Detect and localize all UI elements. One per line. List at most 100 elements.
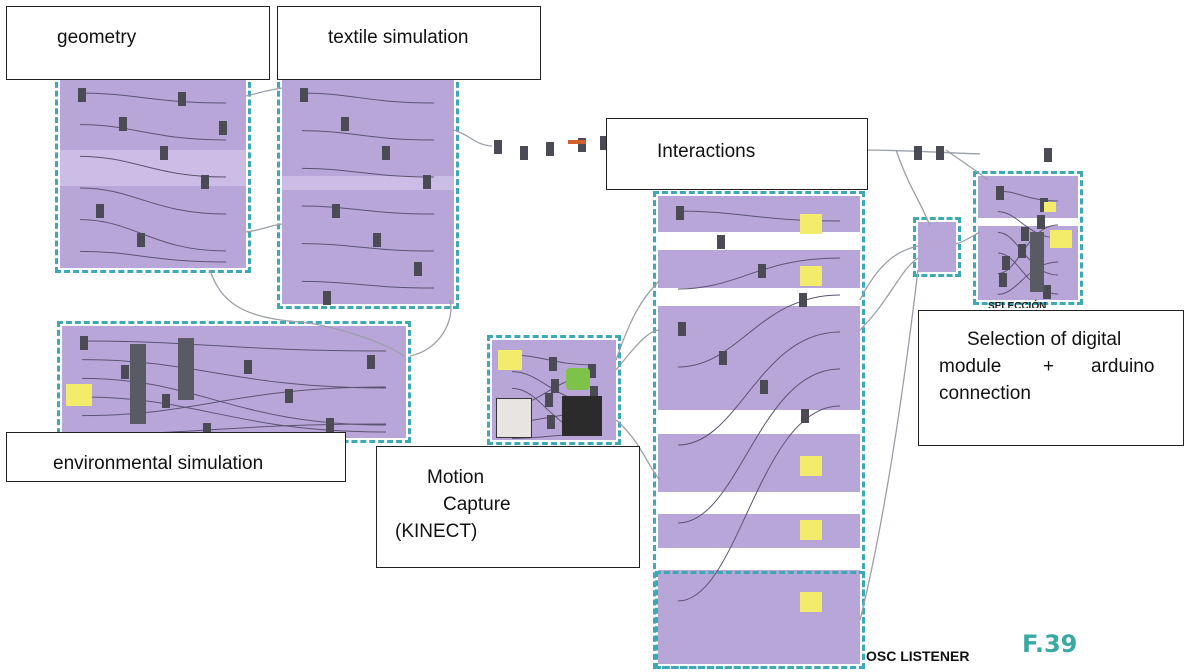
component-node (137, 233, 145, 247)
component-node (588, 364, 596, 378)
environmental-simulation-label: environmental simulation (6, 432, 346, 482)
wire (859, 269, 919, 621)
selection-line-1: Selection of digital (967, 329, 1122, 350)
wire (81, 386, 387, 417)
textile-label-text: textile simulation (328, 27, 469, 48)
note-panel (800, 266, 822, 286)
wire (677, 294, 841, 368)
interactions-label: Interactions (606, 118, 868, 190)
component-node (244, 360, 252, 374)
wire (81, 359, 387, 389)
figure-number: F.39 (1022, 630, 1078, 658)
wire (301, 205, 435, 215)
note-panel (800, 520, 822, 540)
component-node (367, 355, 375, 369)
component-node (760, 380, 768, 394)
wire (81, 377, 387, 426)
wire (409, 299, 452, 357)
kinect-depth-thumbnail (562, 396, 602, 436)
component-node (1044, 148, 1052, 162)
component-node (219, 121, 227, 135)
wire (301, 243, 435, 252)
textile-group (277, 73, 459, 309)
component-node (590, 386, 598, 400)
component-node (914, 146, 922, 160)
slider-node (568, 140, 586, 144)
note-panel (800, 456, 822, 476)
interactions-label-text: Interactions (657, 141, 756, 162)
wire (301, 167, 435, 178)
wire (79, 155, 227, 178)
component-node (799, 293, 807, 307)
wire (955, 231, 981, 245)
component-node (414, 262, 422, 276)
wire (79, 124, 227, 141)
component-node (551, 379, 559, 393)
motion-line-3: (KINECT) (395, 521, 478, 542)
wire (615, 419, 661, 481)
wire (997, 261, 1059, 295)
note-panel (800, 214, 822, 234)
kinect-camera-thumbnail (496, 398, 532, 438)
group-band (978, 218, 1078, 226)
component-node (1043, 285, 1051, 299)
wire (677, 405, 841, 602)
component-node (1037, 215, 1045, 229)
wire (677, 257, 841, 290)
component-node (578, 138, 586, 152)
wire (245, 223, 283, 233)
component-node (545, 393, 553, 407)
component-node (201, 175, 209, 189)
component-node (162, 394, 170, 408)
osc-listener-group (655, 571, 865, 669)
component-node (1002, 256, 1010, 270)
component-node (758, 264, 766, 278)
stacked-list-component (130, 344, 146, 424)
component-node (547, 415, 555, 429)
wire (301, 92, 435, 104)
component-node (326, 418, 334, 432)
wire (895, 149, 931, 227)
component-node (600, 136, 608, 150)
wire (677, 331, 841, 446)
wire (301, 280, 435, 289)
component-node (996, 186, 1004, 200)
environmental-label-text: environmental simulation (53, 453, 264, 474)
note-panel (1050, 230, 1072, 248)
wire (79, 250, 227, 263)
note-panel (66, 384, 92, 406)
component-node (78, 88, 86, 102)
component-node (801, 409, 809, 423)
group-band (658, 288, 860, 306)
note-panel (498, 350, 522, 370)
motion-line-2: Capture (443, 494, 511, 515)
wire (677, 368, 841, 524)
osc-listener-caption: OSC LISTENER (866, 648, 970, 664)
component-node (719, 351, 727, 365)
group-band (658, 232, 860, 250)
component-node (203, 423, 211, 437)
component-node (285, 389, 293, 403)
wire (859, 245, 919, 301)
geometry-label-text: geometry (57, 27, 137, 48)
motion-line-1: Motion (427, 467, 485, 488)
component-node (121, 365, 129, 379)
selection-line-3: connection (939, 383, 1031, 404)
selection-line-2c: arduino (1091, 356, 1155, 377)
component-node (549, 357, 557, 371)
component-node (676, 206, 684, 220)
component-node (423, 175, 431, 189)
note-panel (800, 592, 822, 612)
component-node (1018, 244, 1026, 258)
textile-simulation-label: textile simulation (277, 6, 541, 80)
wire (615, 329, 661, 371)
component-node (520, 146, 528, 160)
component-node (323, 291, 331, 305)
component-node (119, 117, 127, 131)
component-node (160, 146, 168, 160)
small-connector-group (913, 217, 961, 277)
selection-line-2b: + (1043, 356, 1055, 377)
group-band (282, 176, 454, 190)
component-node (936, 146, 944, 160)
